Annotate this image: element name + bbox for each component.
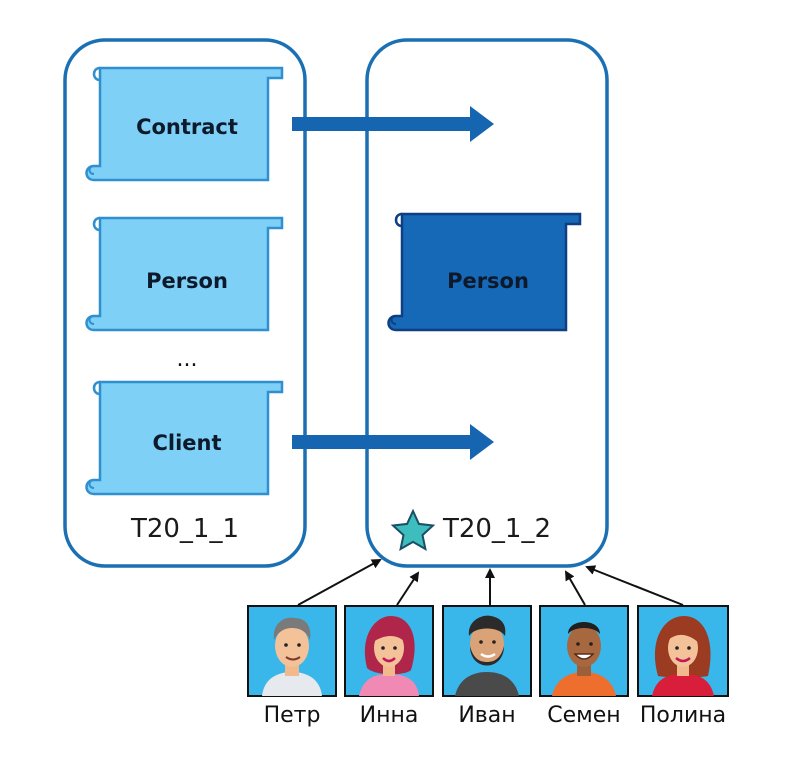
user-name-petr: Петр bbox=[263, 703, 321, 728]
scroll-person-left-label: Person bbox=[146, 269, 228, 293]
scroll-contract: Contract bbox=[85, 66, 284, 182]
connector-polina bbox=[585, 565, 684, 606]
avatar-semen bbox=[539, 605, 629, 697]
scroll-person-left: Person bbox=[85, 216, 284, 332]
star-icon bbox=[390, 508, 436, 551]
connector-petr bbox=[297, 559, 382, 606]
user-name-inna: Инна bbox=[359, 703, 419, 728]
ellipsis: ... bbox=[177, 347, 198, 372]
avatar-ivan bbox=[442, 605, 532, 697]
arrow-contract bbox=[292, 106, 494, 142]
scroll-client-label: Client bbox=[152, 431, 221, 455]
connector-inna bbox=[396, 571, 420, 606]
scroll-client: Client bbox=[85, 380, 284, 496]
scroll-contract-label: Contract bbox=[136, 115, 238, 139]
user-name-semen: Семен bbox=[547, 703, 621, 728]
connector-semen bbox=[565, 570, 586, 606]
user-name-ivan: Иван bbox=[458, 703, 516, 728]
avatar-inna bbox=[344, 605, 434, 697]
scroll-person-right-label: Person bbox=[447, 269, 529, 293]
left-container-label: T20_1_1 bbox=[130, 514, 239, 544]
avatar-polina bbox=[637, 605, 729, 697]
arrow-client bbox=[292, 424, 494, 460]
user-name-polina: Полина bbox=[639, 703, 727, 728]
right-container-label: T20_1_2 bbox=[442, 514, 551, 544]
avatar-petr bbox=[247, 605, 337, 697]
scroll-person-right: Person bbox=[387, 212, 582, 332]
